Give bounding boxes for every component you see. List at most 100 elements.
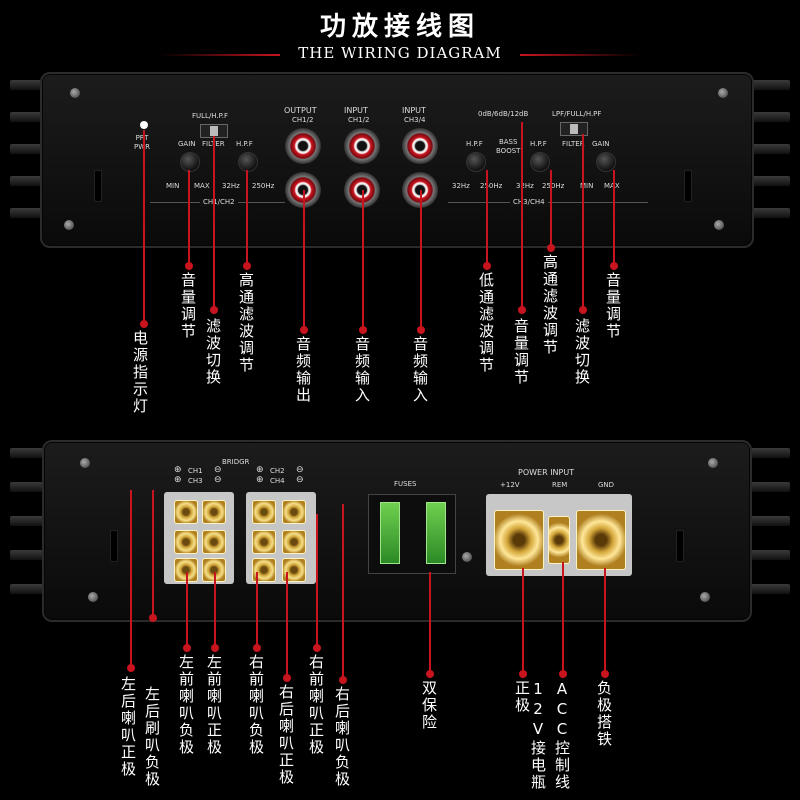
screw <box>708 458 718 468</box>
leader-line <box>486 170 488 264</box>
top-control-panel <box>40 72 754 248</box>
heatsink-fin <box>10 516 60 526</box>
leader-dot <box>149 614 157 622</box>
ch4-label: CH4 <box>270 477 285 485</box>
gain-label-right: GAIN <box>592 140 610 148</box>
heatsink-fin <box>10 448 60 458</box>
screw <box>700 592 710 602</box>
callout-filter-switch-left: 滤波切换 <box>204 318 222 386</box>
screw <box>714 220 724 230</box>
leader-dot <box>253 644 261 652</box>
leader-line <box>303 190 305 330</box>
screw <box>718 88 728 98</box>
fuse[interactable] <box>380 502 400 564</box>
rca-output-jack[interactable] <box>285 128 321 164</box>
vent-slot <box>676 530 684 562</box>
hpf-label-right2: H.P.F <box>530 140 547 148</box>
leader-dot <box>426 670 434 678</box>
heatsink-fin <box>740 144 790 154</box>
ch1-label: CH1 <box>188 467 203 475</box>
speaker-terminal[interactable] <box>202 530 226 554</box>
leader-line <box>286 572 288 678</box>
max-label-right: MAX <box>604 182 620 190</box>
speaker-terminal[interactable] <box>174 500 198 524</box>
fuse[interactable] <box>426 502 446 564</box>
ch34-footer-label: CH3/CH4 <box>510 198 548 207</box>
callout-gain-right: 音量调节 <box>604 272 622 340</box>
hz250-label-right: 250Hz <box>480 182 503 190</box>
lpf-label: LPF/FULL/H.PF <box>552 110 602 118</box>
leader-line <box>213 136 215 310</box>
plus-ch1: ⊕ <box>174 465 182 475</box>
leader-line <box>256 572 258 648</box>
rem-terminal[interactable] <box>548 516 570 564</box>
heatsink-fin <box>10 144 60 154</box>
leader-line <box>604 568 606 674</box>
min-label-right: MIN <box>580 182 594 190</box>
heatsink-fin <box>10 112 60 122</box>
ch34-divider <box>448 202 648 203</box>
gain-label-left: GAIN <box>178 140 196 148</box>
heatsink-fin <box>10 482 60 492</box>
hz250-label-right2: 250Hz <box>542 182 565 190</box>
leader-dot <box>518 306 526 314</box>
speaker-terminal[interactable] <box>282 500 306 524</box>
leader-line <box>429 572 431 674</box>
title-rule-left <box>160 54 280 56</box>
rem-label: REM <box>552 481 568 489</box>
speaker-terminal[interactable] <box>252 530 276 554</box>
callout-lpf: 低通滤波调节 <box>477 272 495 374</box>
gain-knob-left[interactable] <box>180 152 200 172</box>
speaker-terminal[interactable] <box>174 530 198 554</box>
power-input-label: POWER INPUT <box>518 468 575 477</box>
callout-left-rear-negative: 左后刷叭负极 <box>143 686 161 788</box>
screw <box>462 552 472 562</box>
hpf-label-left: H.P.F <box>236 140 253 148</box>
speaker-terminal[interactable] <box>202 558 226 582</box>
heatsink-fin <box>740 208 790 218</box>
hpf-knob-right[interactable] <box>530 152 550 172</box>
callout-right-front-positive: 右前喇叭正极 <box>307 654 325 756</box>
input34-label: INPUT <box>402 106 426 115</box>
callout-right-rear-negative: 右后喇叭负极 <box>333 686 351 788</box>
minus-ch4: ⊖ <box>296 475 304 485</box>
leader-dot <box>579 306 587 314</box>
leader-line <box>362 190 364 330</box>
hpf-label-right: H.P.F <box>466 140 483 148</box>
gnd-terminal[interactable] <box>576 510 626 570</box>
rca-input12-jack[interactable] <box>344 128 380 164</box>
lpf-knob[interactable] <box>466 152 486 172</box>
speaker-terminal[interactable] <box>282 530 306 554</box>
heatsink-fin <box>10 550 60 560</box>
filter-switch-right[interactable] <box>560 122 588 136</box>
leader-dot <box>519 670 527 678</box>
hz32-label-right2: 32Hz <box>516 182 534 190</box>
rca-input34-jack[interactable] <box>402 128 438 164</box>
leader-line <box>522 568 524 674</box>
leader-dot <box>300 326 308 334</box>
screw <box>70 88 80 98</box>
vent-slot <box>684 170 692 202</box>
leader-line <box>582 134 584 310</box>
heatsink-fin <box>740 550 790 560</box>
hz250-label-left: 250Hz <box>252 182 275 190</box>
leader-line <box>342 504 344 680</box>
input34-ch-label: CH3/4 <box>404 116 426 124</box>
speaker-terminal[interactable] <box>252 500 276 524</box>
callout-left-front-negative: 左前喇叭负极 <box>177 654 195 756</box>
callout-hpf-right: 高通滤波调节 <box>541 254 559 356</box>
page-title: 功放接线图 <box>319 12 480 42</box>
speaker-terminal[interactable] <box>202 500 226 524</box>
leader-dot <box>417 326 425 334</box>
vent-slot <box>110 530 118 562</box>
power-12v-terminal[interactable] <box>494 510 544 570</box>
output-ch-label: CH1/2 <box>292 116 314 124</box>
screw <box>64 220 74 230</box>
leader-dot <box>483 262 491 270</box>
leader-line <box>143 130 145 323</box>
callout-right-front-negative: 右前喇叭负极 <box>247 654 265 756</box>
screw <box>88 592 98 602</box>
db-label: 0dB/6dB/12dB <box>478 110 529 118</box>
hpf-knob-left[interactable] <box>238 152 258 172</box>
gain-knob-right[interactable] <box>596 152 616 172</box>
